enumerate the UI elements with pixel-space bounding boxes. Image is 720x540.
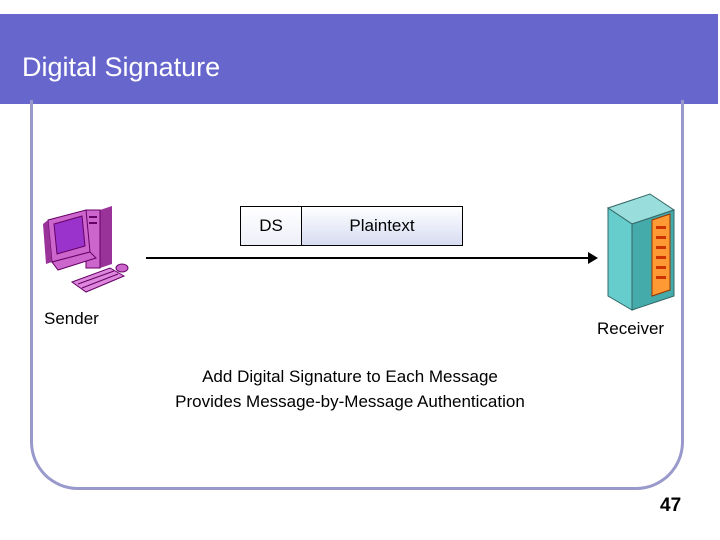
server-tower-icon <box>606 193 676 311</box>
message-arrow-line <box>146 257 592 259</box>
plaintext-cell: Plaintext <box>301 206 463 246</box>
sender-label: Sender <box>44 309 99 328</box>
title-underline <box>0 108 636 111</box>
slide-title: Digital Signature <box>22 52 221 82</box>
ds-cell: DS <box>240 206 302 246</box>
desktop-computer-icon <box>43 206 129 293</box>
receiver-label: Receiver <box>597 319 665 338</box>
caption-line-2: Provides Message-by-Message Authenticati… <box>175 392 525 411</box>
page-number: 47 <box>660 495 682 516</box>
content-frame <box>30 100 684 490</box>
title-bar: Digital Signature <box>0 14 718 111</box>
caption-line-1: Add Digital Signature to Each Message <box>202 367 498 386</box>
arrow-head-icon <box>588 252 598 264</box>
